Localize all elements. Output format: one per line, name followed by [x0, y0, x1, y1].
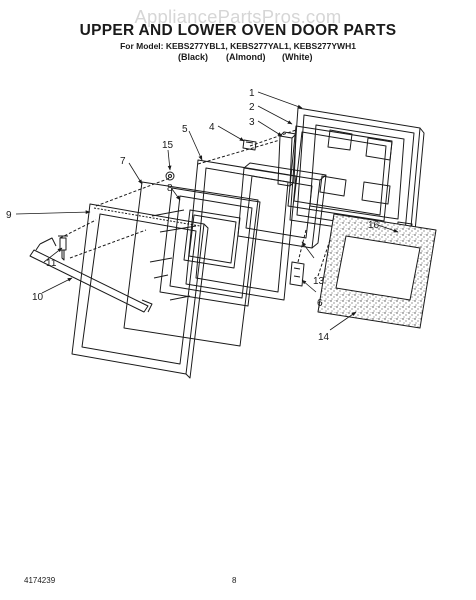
page-number: 8 — [232, 576, 237, 585]
part-8-inner-glass — [159, 187, 261, 307]
callout-13: 13 — [313, 276, 325, 287]
callout-4: 4 — [209, 122, 215, 133]
callout-9: 9 — [6, 210, 12, 221]
part-7-outer-glass — [123, 181, 259, 347]
model-numbers: For Model: KEBS277YBL1, KEBS277YAL1, KEB… — [120, 41, 356, 51]
part-11-screws — [58, 235, 68, 261]
part-4-clip — [242, 139, 257, 151]
part-14-insulation-pad — [317, 213, 437, 329]
part-15-washer — [165, 171, 175, 181]
finish-almond: (Almond) — [226, 52, 266, 62]
callout-1: 1 — [249, 88, 255, 99]
page-title: UPPER AND LOWER OVEN DOOR PARTS — [79, 22, 397, 39]
callout-6: 6 — [317, 298, 323, 309]
callout-16: 16 — [368, 220, 380, 231]
part-5-glass-panel — [185, 159, 297, 301]
document-code: 4174239 — [24, 576, 56, 585]
callout-7: 7 — [120, 156, 126, 167]
callout-10: 10 — [32, 292, 44, 303]
callout-2: 2 — [249, 102, 255, 113]
part-10-door-handle — [29, 237, 153, 313]
assembly-lines — [59, 129, 331, 277]
part-9-door-frame — [71, 203, 209, 379]
callout-5: 5 — [182, 124, 188, 135]
callout-11: 11 — [46, 258, 57, 269]
part-2-inner-frame — [287, 125, 393, 222]
callout-8: 8 — [167, 183, 173, 194]
watermark: AppliancePartsPros.com — [134, 6, 342, 27]
callout-leaders — [15, 91, 399, 331]
callout-15: 15 — [162, 140, 174, 151]
callout-3: 3 — [249, 117, 255, 128]
part-6-hinge — [289, 261, 305, 287]
finish-black: (Black) — [178, 52, 209, 62]
callout-numbers: 1 2 3 4 5 6 7 8 9 10 11 13 14 15 16 — [6, 88, 380, 343]
callout-14: 14 — [318, 332, 330, 343]
finish-white: (White) — [282, 52, 313, 62]
